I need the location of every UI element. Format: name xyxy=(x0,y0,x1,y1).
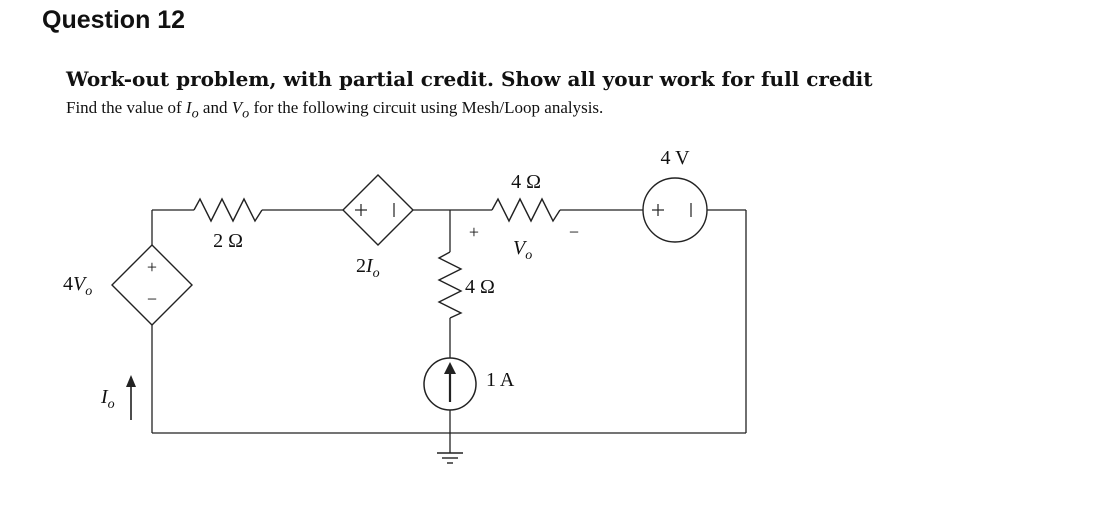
io-subscript: o xyxy=(191,105,199,122)
resistor-4ohm-horizontal xyxy=(491,197,561,223)
dependent-voltage-source: + − xyxy=(111,244,193,326)
label-1a: 1 A xyxy=(486,369,515,391)
question-title: Question 12 xyxy=(42,6,186,34)
2io-coef: 2 xyxy=(356,255,366,277)
io-sub: o xyxy=(108,397,115,412)
io-var: I xyxy=(100,386,109,408)
io-variable: I xyxy=(185,98,192,117)
vo-sub: o xyxy=(525,248,532,263)
2io-var: I xyxy=(365,255,374,277)
label-io: Io xyxy=(100,386,115,412)
4vo-coef: 4 xyxy=(63,273,73,295)
label-vo: Vo xyxy=(513,237,532,263)
label-2io: 2Io xyxy=(356,255,380,281)
instruction-suffix: for the following circuit using Mesh/Loo… xyxy=(249,98,604,117)
ground-symbol xyxy=(437,452,463,464)
vo-variable: V xyxy=(231,98,243,117)
instruction-text: Find the value of Io and Vo for the foll… xyxy=(66,98,603,122)
voltage-source-4v xyxy=(642,177,708,243)
vo-subscript: o xyxy=(242,105,250,122)
4vo-var: V xyxy=(73,273,88,295)
instruction-prefix: Find the value of xyxy=(66,98,186,117)
current-source-1a xyxy=(423,357,477,411)
label-4ohm-top: 4 Ω xyxy=(511,171,541,193)
problem-heading: Work-out problem, with partial credit. S… xyxy=(66,67,873,91)
label-4vo: 4Vo xyxy=(63,273,92,299)
2io-sub: o xyxy=(373,266,380,281)
vo-minus-sign: − xyxy=(569,222,579,242)
io-arrow-icon xyxy=(126,375,136,420)
vo-v: V xyxy=(513,237,528,259)
vo-plus-sign: + xyxy=(469,222,479,242)
dvs-minus-sign: − xyxy=(147,289,157,309)
resistor-4ohm-vertical xyxy=(437,251,463,319)
instruction-mid: and xyxy=(198,98,232,117)
dvs-plus-sign: + xyxy=(147,257,157,277)
label-4v: 4 V xyxy=(660,147,690,169)
label-4ohm-vertical: 4 Ω xyxy=(465,276,495,298)
4vo-sub: o xyxy=(85,284,92,299)
resistor-2ohm xyxy=(193,197,263,223)
dependent-source-2io xyxy=(342,174,414,246)
label-2ohm: 2 Ω xyxy=(213,230,243,252)
